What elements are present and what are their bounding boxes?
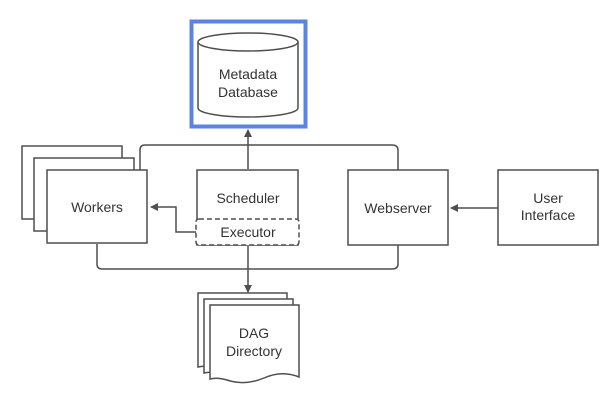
dag-directory-label-line2: Directory (226, 343, 282, 359)
database-cylinder-icon (197, 42, 299, 118)
webserver-box (347, 169, 449, 246)
user-interface-box (497, 169, 599, 246)
top-bus-line (139, 144, 399, 170)
database-cylinder-top (197, 32, 299, 52)
scheduler-label: Scheduler (216, 190, 279, 206)
bottom-bus-line (96, 244, 399, 270)
document-icon (209, 304, 300, 384)
metadata-database-label-line1: Metadata (219, 66, 278, 82)
dag-directory-node[interactable]: DAG Directory (197, 292, 300, 384)
user-interface-label-line1: User (533, 190, 563, 206)
workers-box (46, 169, 148, 244)
metadata-database-node[interactable]: Metadata Database (189, 19, 308, 129)
connectors (96, 129, 498, 293)
user-interface-label-line2: Interface (521, 207, 576, 223)
webserver-node[interactable]: Webserver (347, 169, 449, 246)
metadata-database-label-line2: Database (218, 84, 278, 100)
workers-node[interactable]: Workers (21, 145, 148, 244)
selection-highlight (189, 19, 308, 129)
webserver-label: Webserver (364, 200, 432, 216)
dag-directory-label-line1: DAG (239, 325, 269, 341)
user-interface-node[interactable]: User Interface (497, 169, 599, 246)
executor-label: Executor (220, 224, 276, 240)
executor-box (195, 218, 300, 246)
workers-label: Workers (71, 199, 123, 215)
arrow-executor-to-workers (150, 203, 196, 233)
executor-node[interactable]: Executor (195, 218, 300, 246)
